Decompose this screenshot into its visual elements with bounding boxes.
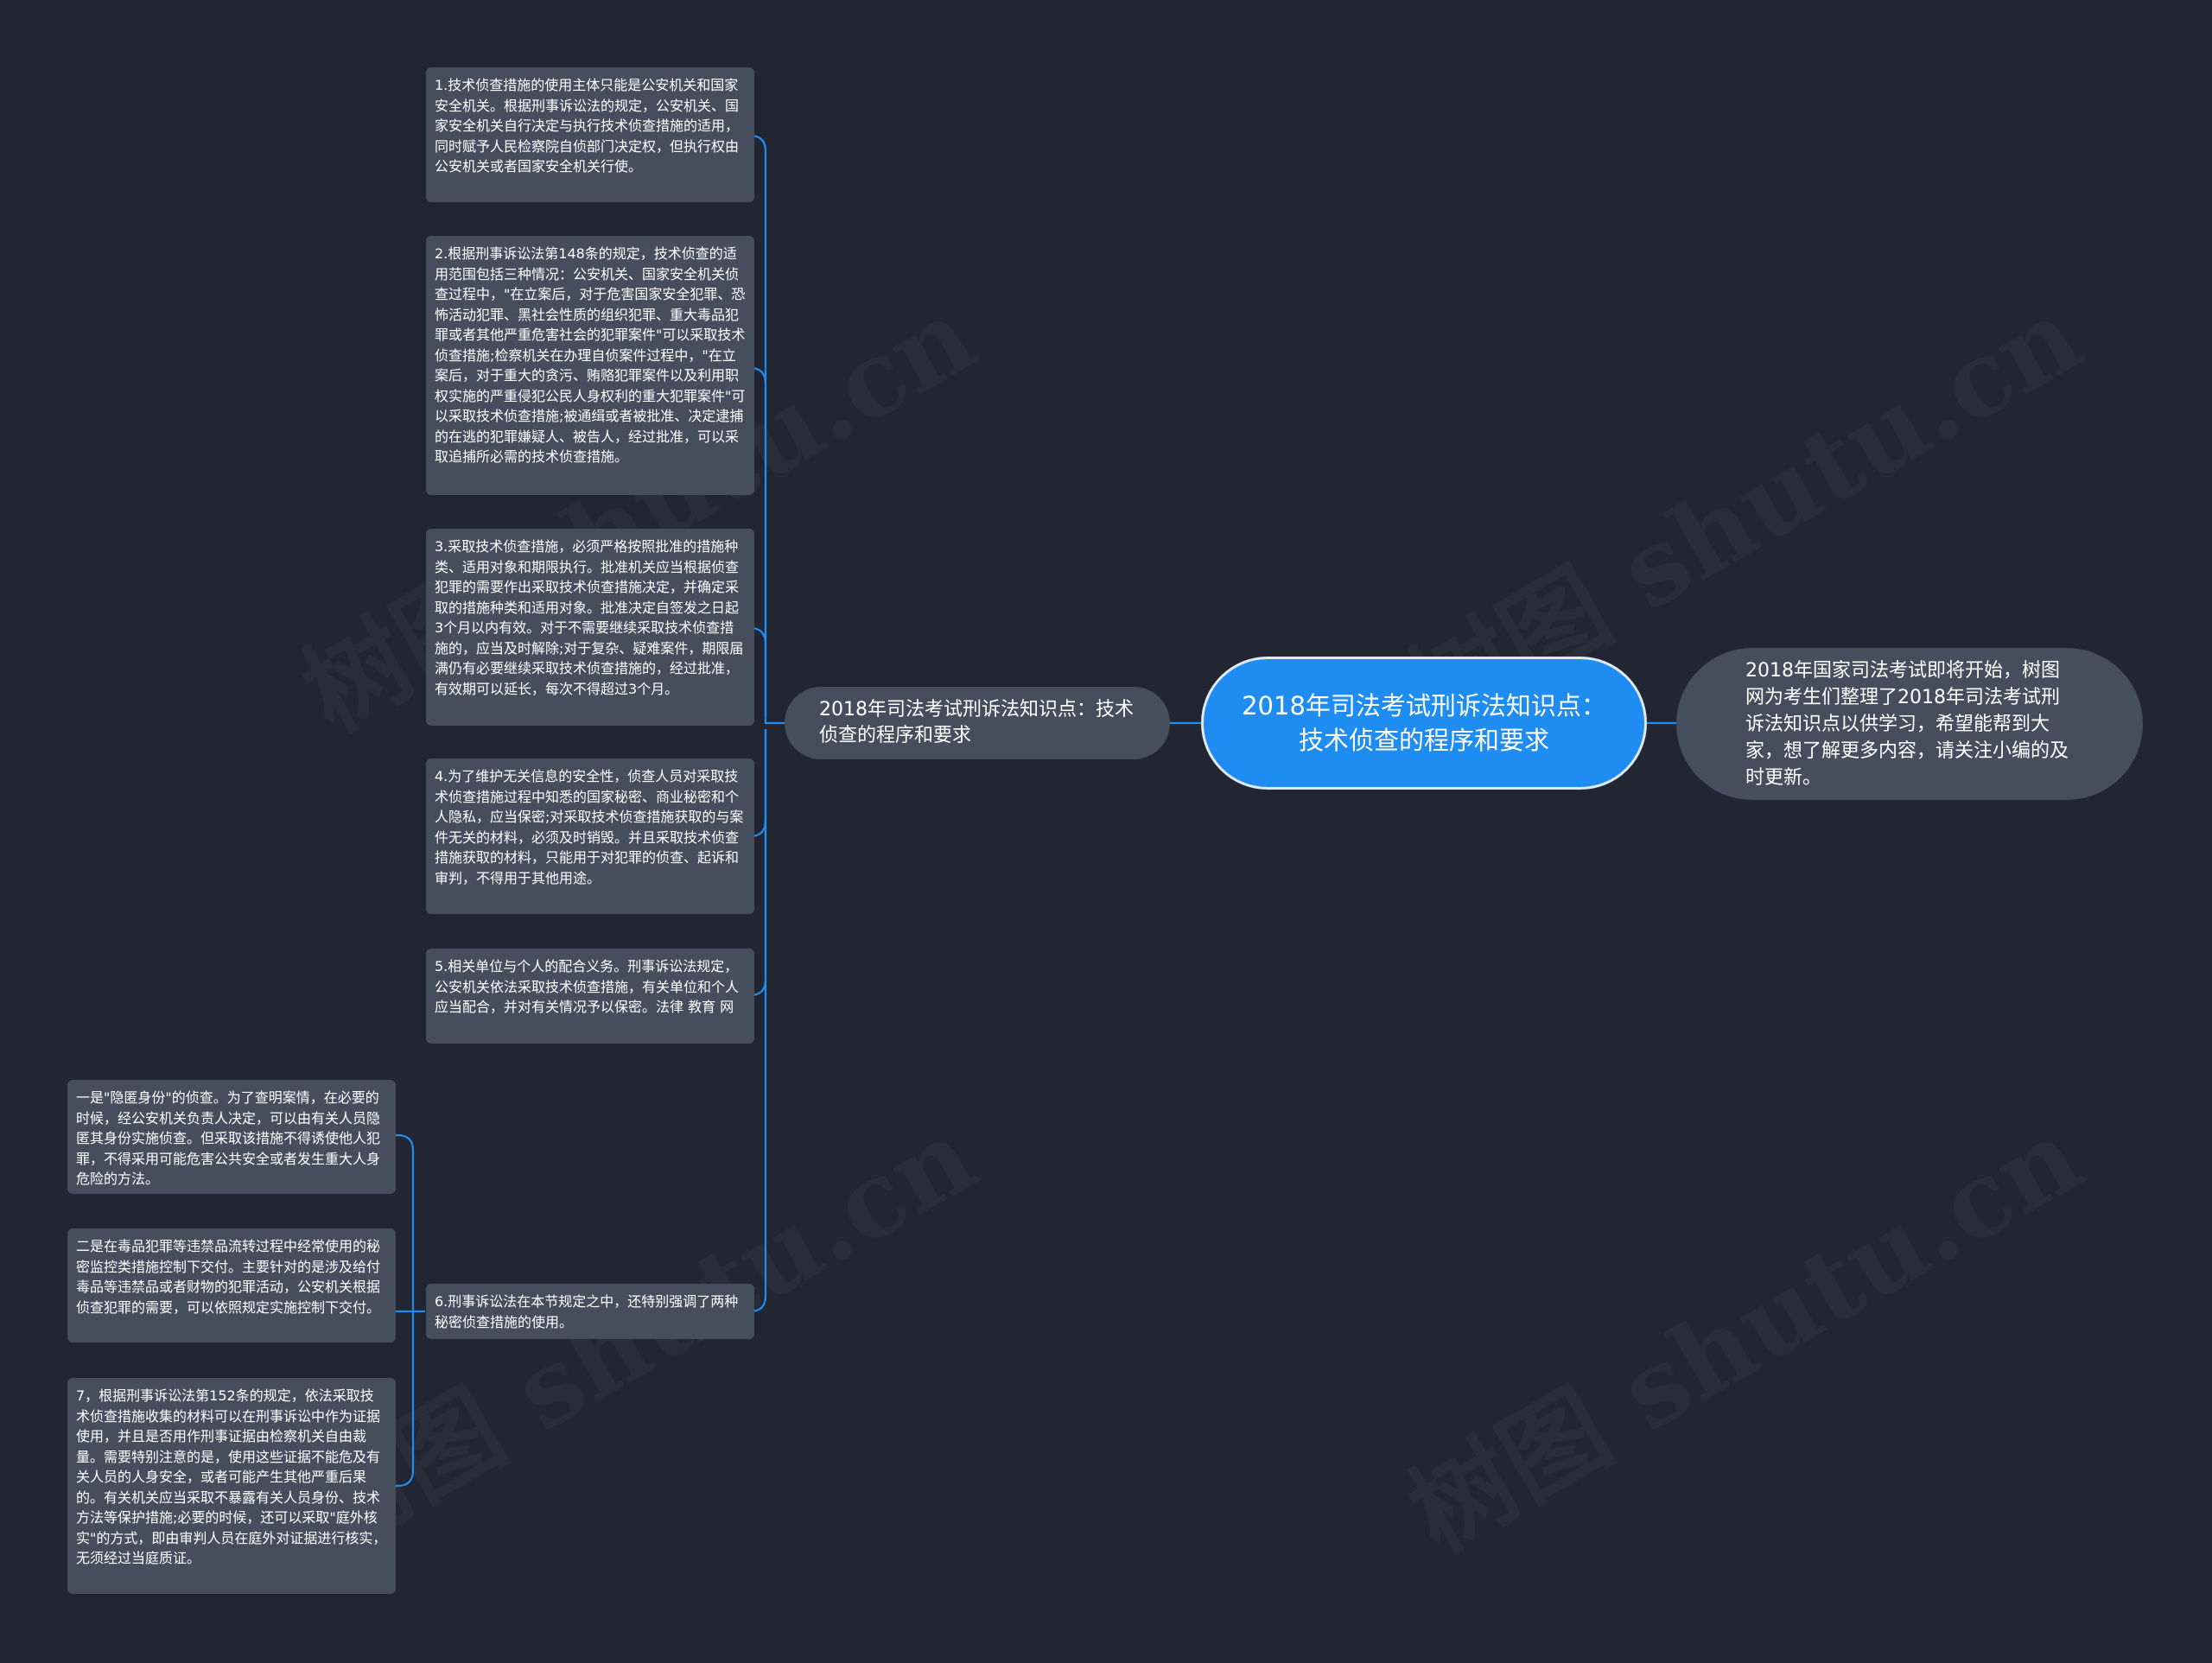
root-topic[interactable]: 2018年司法考试刑诉法知识点：技术侦查的程序和要求: [1201, 657, 1647, 790]
subleaf-node-3[interactable]: 7，根据刑事诉讼法第152条的规定，依法采取技术侦查措施收集的材料可以在刑事诉讼…: [67, 1378, 396, 1594]
leaf-node-label: 4.为了维护无关信息的安全性，侦查人员对采取技术侦查措施过程中知悉的国家秘密、商…: [435, 768, 744, 886]
root-topic-label: 2018年司法考试刑诉法知识点：技术侦查的程序和要求: [1242, 691, 1606, 755]
summary-node-label: 2018年国家司法考试即将开始，树图网为考生们整理了2018年司法考试刑诉法知识…: [1745, 659, 2069, 789]
leaf-node-label: 3.采取技术侦查措施，必须严格按照批准的措施种类、适用对象和期限执行。批准机关应…: [435, 538, 744, 697]
leaf-node-label: 2.根据刑事诉讼法第148条的规定，技术侦查的适用范围包括三种情况：公安机关、国…: [435, 245, 746, 465]
leaf-node-label: 1.技术侦查措施的使用主体只能是公安机关和国家安全机关。根据刑事诉讼法的规定，公…: [435, 77, 740, 175]
link-leaf6-sub-3: [396, 1311, 415, 1488]
branch-topic[interactable]: 2018年司法考试刑诉法知识点：技术侦查的程序和要求: [785, 687, 1170, 759]
leaf-node-3[interactable]: 3.采取技术侦查措施，必须严格按照批准的措施种类、适用对象和期限执行。批准机关应…: [426, 529, 754, 726]
summary-node[interactable]: 2018年国家司法考试即将开始，树图网为考生们整理了2018年司法考试刑诉法知识…: [1676, 648, 2143, 800]
subleaf-node-2[interactable]: 二是在毒品犯罪等违禁品流转过程中经常使用的秘密监控类措施控制下交付。主要针对的是…: [67, 1228, 396, 1342]
branch-topic-label: 2018年司法考试刑诉法知识点：技术侦查的程序和要求: [819, 699, 1134, 746]
subleaf-node-1[interactable]: 一是"隐匿身份"的侦查。为了查明案情，在必要的时候，经公安机关负责人决定，可以由…: [67, 1080, 396, 1194]
subleaf-node-label: 一是"隐匿身份"的侦查。为了查明案情，在必要的时候，经公安机关负责人决定，可以由…: [76, 1089, 381, 1187]
leaf-node-5[interactable]: 5.相关单位与个人的配合义务。刑事诉讼法规定，公安机关依法采取技术侦查措施，有关…: [426, 949, 754, 1044]
link-leaf6-sub-1: [396, 1133, 415, 1311]
leaf-node-1[interactable]: 1.技术侦查措施的使用主体只能是公安机关和国家安全机关。根据刑事诉讼法的规定，公…: [426, 67, 754, 202]
subleaf-node-label: 二是在毒品犯罪等违禁品流转过程中经常使用的秘密监控类措施控制下交付。主要针对的是…: [76, 1238, 381, 1316]
link-branch-leaf-1: [749, 134, 785, 725]
leaf-node-label: 6.刑事诉讼法在本节规定之中，还特别强调了两种秘密侦查措施的使用。: [435, 1293, 739, 1330]
subleaf-node-label: 7，根据刑事诉讼法第152条的规定，依法采取技术侦查措施收集的材料可以在刑事诉讼…: [76, 1387, 387, 1566]
leaf-node-6[interactable]: 6.刑事诉讼法在本节规定之中，还特别强调了两种秘密侦查措施的使用。: [426, 1284, 754, 1339]
leaf-node-4[interactable]: 4.为了维护无关信息的安全性，侦查人员对采取技术侦查措施过程中知悉的国家秘密、商…: [426, 759, 754, 914]
leaf-node-2[interactable]: 2.根据刑事诉讼法第148条的规定，技术侦查的适用范围包括三种情况：公安机关、国…: [426, 236, 754, 495]
leaf-node-label: 5.相关单位与个人的配合义务。刑事诉讼法规定，公安机关依法采取技术侦查措施，有关…: [435, 958, 740, 1015]
